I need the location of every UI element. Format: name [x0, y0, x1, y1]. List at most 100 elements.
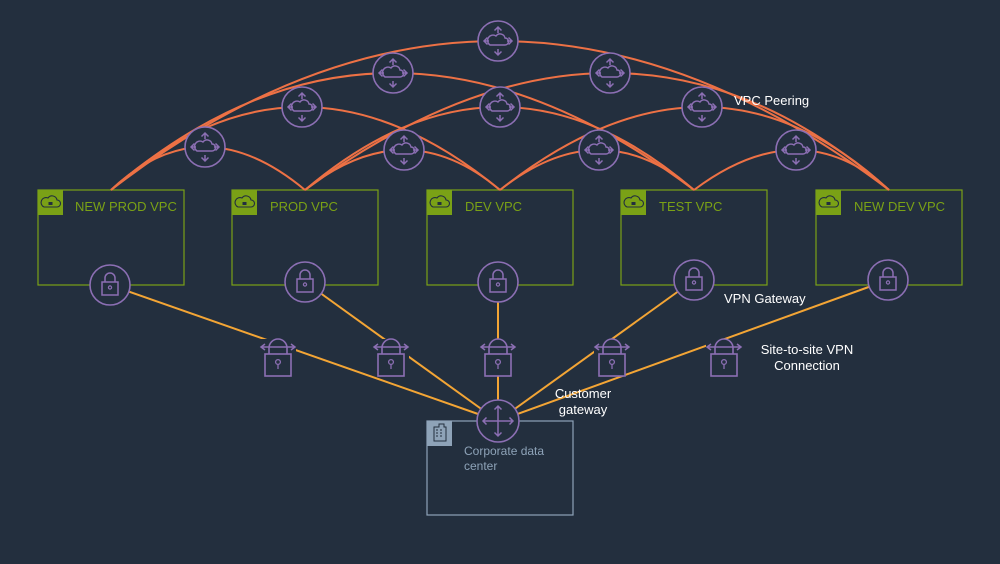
vpc-cloud-icon [818, 195, 840, 208]
vpn-connection-line [497, 279, 889, 422]
building-icon [433, 423, 447, 442]
vpn-gateway-icon [89, 264, 131, 306]
vpc-cloud-icon [40, 195, 62, 208]
double-arrow-icon [705, 343, 743, 351]
cloud-icon [193, 139, 217, 152]
icon-ring [383, 129, 425, 171]
cloud-icon [392, 142, 416, 155]
vpn-connection-icon [479, 338, 517, 377]
peering-connection-icon [479, 86, 521, 128]
icon-ring [673, 259, 715, 301]
lock-icon [879, 276, 897, 291]
icon-ring [281, 86, 323, 128]
vpc-title-new-dev: NEW DEV VPC [854, 199, 946, 214]
icon-ring [479, 86, 521, 128]
lock-icon [489, 278, 507, 293]
lock-shackle [299, 269, 311, 279]
double-arrow-icon [372, 343, 410, 351]
arrows-icon [286, 91, 318, 123]
lock-shackle [688, 267, 700, 277]
icon-ring [184, 126, 226, 168]
lock-shackle [882, 267, 894, 277]
vpn-gateway-icon [673, 259, 715, 301]
vpc-lock-icon [631, 202, 636, 205]
arrows-icon [388, 134, 420, 166]
lock-icon [296, 278, 314, 293]
peering-connection-icon [589, 52, 631, 94]
vpn-connection-icon [705, 338, 743, 377]
keyhole [274, 358, 282, 366]
icon-ring [578, 129, 620, 171]
cloud-icon [486, 33, 510, 46]
arrows-icon [594, 57, 626, 89]
vpc-title-prod: PROD VPC [270, 199, 338, 214]
double-arrow-icon [259, 343, 297, 351]
vpc-peering-label: VPC Peering [734, 93, 810, 108]
corporate-data-center [426, 420, 574, 516]
peering-connection-icon [477, 20, 519, 62]
vpn-connection-icon [593, 338, 631, 377]
arrows-icon [482, 25, 514, 57]
lock-icon [685, 276, 703, 291]
icon-ring [372, 52, 414, 94]
vpc-lock-icon [242, 202, 247, 205]
icon-ring [477, 261, 519, 303]
peering-connection-icon [281, 86, 323, 128]
vpn-connection-icon [259, 338, 297, 377]
cloud-icon [290, 99, 314, 112]
peering-connection-icon [184, 126, 226, 168]
cloud-icon [488, 99, 512, 112]
peering-connection-icon [775, 129, 817, 171]
arrows-icon [686, 91, 718, 123]
vpc-cloud-icon [429, 195, 451, 208]
cloud-icon [598, 65, 622, 78]
icon-ring [681, 86, 723, 128]
cloud-icon [784, 142, 808, 155]
peering-connection-icon [383, 129, 425, 171]
arrows-icon [484, 91, 516, 123]
lock-shackle [492, 269, 504, 279]
vpc-cloud-icon [623, 195, 645, 208]
keyhole [495, 282, 501, 287]
double-arrow-icon [479, 343, 517, 351]
vpn-connection-line [109, 284, 499, 422]
site-to-site-vpn-label: Site-to-site VPN Connection [760, 342, 854, 373]
peering-connection-icon [681, 86, 723, 128]
vpc-lock-icon [437, 202, 442, 205]
icon-ring [89, 264, 131, 306]
vpc-lock-icon [48, 202, 53, 205]
vpc-lock-icon [826, 202, 831, 205]
arrows-icon [377, 57, 409, 89]
keyhole [885, 280, 891, 285]
vpc-title-new-prod: NEW PROD VPC [75, 199, 177, 214]
keyhole [302, 282, 308, 287]
cloud-icon [381, 65, 405, 78]
keyhole [494, 358, 502, 366]
cloud-icon [587, 142, 611, 155]
icon-ring [589, 52, 631, 94]
vpn-gateway-label: VPN Gateway [724, 291, 806, 306]
vpc-box-4 [815, 189, 963, 286]
icon-ring [284, 261, 326, 303]
icon-ring [867, 259, 909, 301]
keyhole [720, 358, 728, 366]
corporate-data-center-label: Corporate data center [464, 444, 545, 473]
vpn-connection-icon [372, 338, 410, 377]
keyhole [608, 358, 616, 366]
keyhole [387, 358, 395, 366]
peering-connection-icon [372, 52, 414, 94]
cloud-icon [690, 99, 714, 112]
vpn-gateway-icon [477, 261, 519, 303]
peering-connection-icon [578, 129, 620, 171]
customer-gateway-label: Customer gateway [554, 386, 612, 417]
keyhole [691, 280, 697, 285]
vpc-title-test: TEST VPC [659, 199, 723, 214]
vpc-title-dev: DEV VPC [465, 199, 523, 214]
arrows-icon [583, 134, 615, 166]
icon-ring [775, 129, 817, 171]
arrows-icon [780, 134, 812, 166]
vpn-gateway-icon [867, 259, 909, 301]
lock-shackle [104, 272, 116, 282]
vpn-gateway-icon [284, 261, 326, 303]
